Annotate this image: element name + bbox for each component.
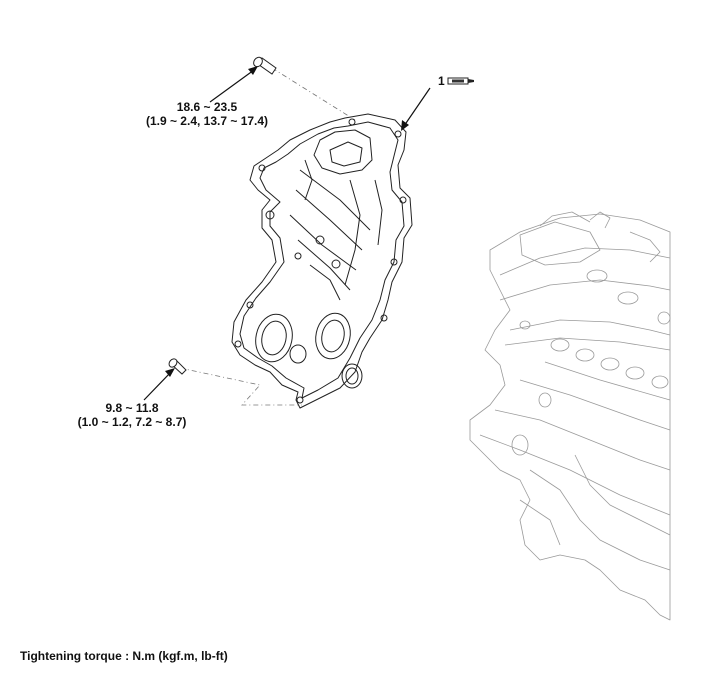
lower-bolt-torque-label: 9.8 ~ 11.8 (1.0 ~ 1.2, 7.2 ~ 8.7) (52, 401, 212, 429)
engine-block-drawing (469, 211, 671, 621)
lower-bolt-torque-nm: 9.8 ~ 11.8 (105, 401, 159, 415)
upper-bolt-torque-nm: 18.6 ~ 23.5 (176, 100, 238, 114)
upper-bolt-torque-label: 18.6 ~ 23.5 (1.9 ~ 2.4, 13.7 ~ 17.4) (122, 100, 292, 128)
sealant-tube-icon (447, 77, 474, 85)
tightening-torque-caption: Tightening torque : N.m (kgf.m, lb-ft) (20, 649, 228, 663)
upper-bolt-drawing (253, 56, 277, 75)
callout-arrows (143, 66, 431, 401)
lower-bolt-torque-alt: (1.0 ~ 1.2, 7.2 ~ 8.7) (77, 415, 187, 429)
alignment-leader-lines (179, 67, 356, 406)
upper-bolt-torque-alt: (1.9 ~ 2.4, 13.7 ~ 17.4) (145, 114, 269, 128)
timing-chain-cover (231, 113, 413, 409)
lower-bolt-drawing (168, 358, 187, 375)
part-number-label: 1 (438, 74, 445, 88)
